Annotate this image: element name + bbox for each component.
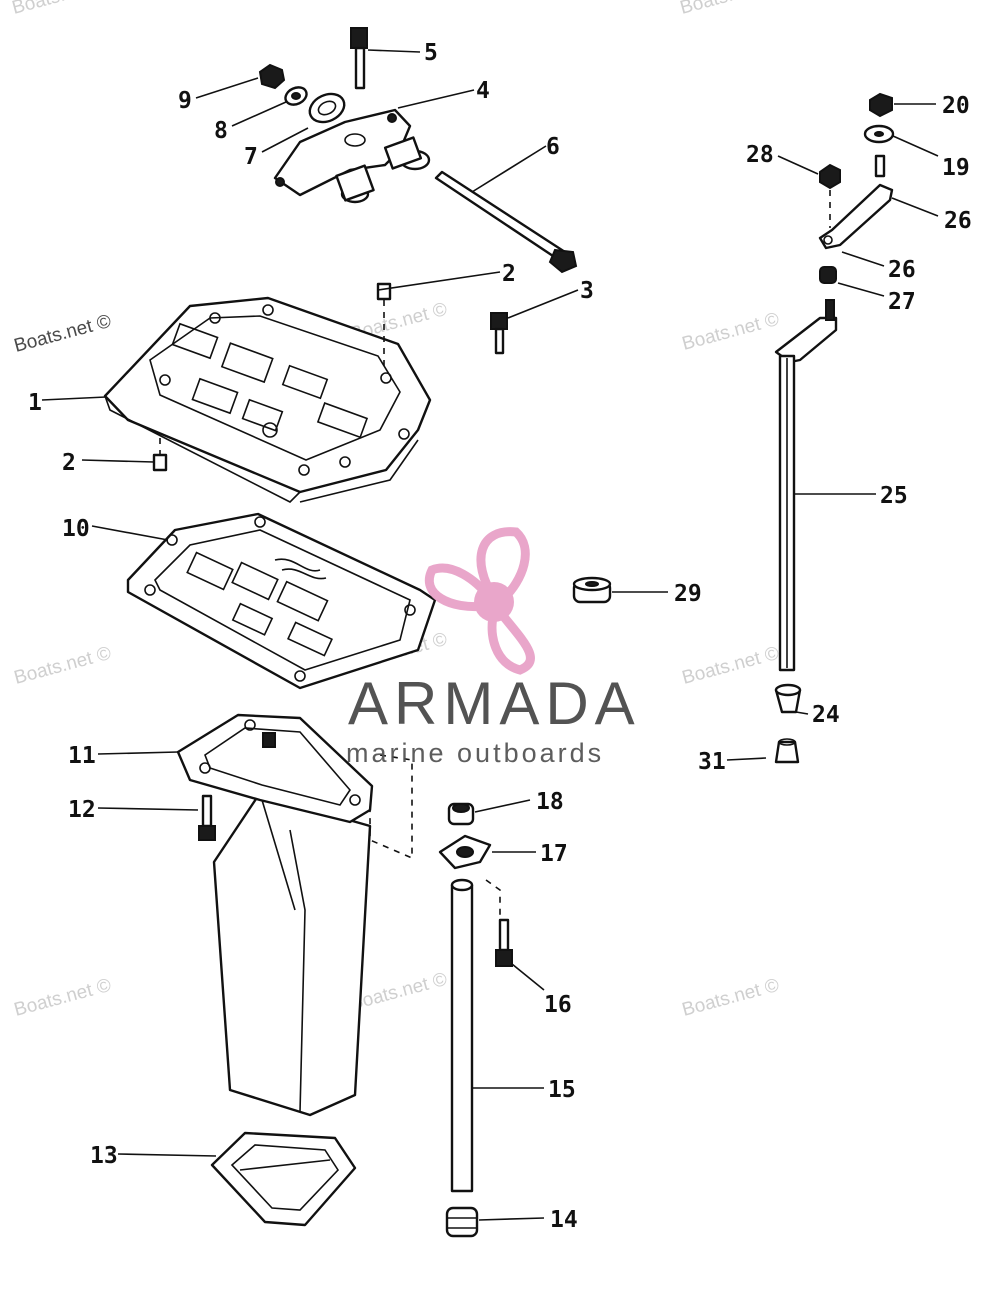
watermark-right-3: Boats.net ©	[680, 975, 782, 1021]
part-2-dowel-pin-top	[376, 282, 392, 301]
part-12-screw	[198, 794, 216, 841]
callout-13: 13	[90, 1143, 118, 1169]
part-10-gasket	[126, 512, 437, 690]
watermark-top-left: Boats.net ©	[10, 0, 112, 19]
callout-26-lower: 26	[888, 257, 916, 283]
part-6-long-bolt	[434, 170, 578, 274]
callout-26-upper: 26	[944, 208, 972, 234]
part-1-adaptor-plate	[103, 296, 432, 503]
part-31-bushing	[774, 738, 800, 764]
part-5-bolt	[350, 27, 368, 90]
logo-wordmark: ARMADA	[348, 670, 641, 737]
watermark-left-3: Boats.net ©	[12, 975, 114, 1021]
part-15-water-tube	[450, 878, 474, 1193]
callout-14: 14	[550, 1207, 578, 1233]
part-24-bushing	[774, 683, 802, 714]
callout-8: 8	[214, 118, 228, 144]
part-2-dowel-pin-bottom	[152, 453, 168, 472]
callout-31: 31	[698, 749, 726, 775]
alignment-dashes	[159, 190, 831, 920]
callout-25: 25	[880, 483, 908, 509]
callout-16: 16	[544, 992, 572, 1018]
callout-28: 28	[746, 142, 774, 168]
callout-2-bottom: 2	[62, 450, 76, 476]
watermark-top-right: Boats.net ©	[678, 0, 780, 19]
part-27-bushing	[819, 266, 837, 284]
callout-17: 17	[540, 841, 568, 867]
callout-labels: 1 2 2 3 4 5 6 7 8 9 10 11 12 13 14 15 16…	[28, 40, 972, 1233]
watermark-left-2: Boats.net ©	[12, 643, 114, 689]
armada-logo: ARMADA marine outboards	[346, 527, 641, 768]
callout-2-top: 2	[502, 261, 516, 287]
part-4-shift-pivot-block	[273, 108, 431, 204]
callout-3: 3	[580, 278, 594, 304]
watermark-left-1: Boats.net ©	[12, 311, 114, 357]
part-29-bushing	[572, 576, 612, 604]
logo-tagline: marine outboards	[346, 738, 604, 768]
part-11-driveshaft-housing	[176, 713, 374, 1117]
callout-6: 6	[546, 134, 560, 160]
callout-1: 1	[28, 390, 42, 416]
leader-lines	[41, 49, 939, 1221]
watermark-center-3: Boats.net ©	[348, 969, 450, 1015]
callout-20: 20	[942, 93, 970, 119]
part-3-bolt	[490, 312, 508, 355]
part-19-washer	[863, 124, 895, 144]
part-9-nut	[258, 63, 286, 90]
callout-10: 10	[62, 516, 90, 542]
part-8-washer	[284, 86, 308, 106]
callout-18: 18	[536, 789, 564, 815]
part-16-screw	[495, 918, 513, 967]
part-18-grommet	[447, 802, 475, 826]
part-28-nut	[819, 163, 841, 190]
propeller-icon	[425, 527, 535, 675]
part-20-nut	[869, 92, 893, 118]
part-14-grommet	[445, 1206, 479, 1238]
callout-24: 24	[812, 702, 840, 728]
part-7-washer	[308, 92, 346, 124]
callout-11: 11	[68, 743, 96, 769]
part-25-shift-rod	[774, 299, 838, 672]
callout-27: 27	[888, 289, 916, 315]
watermark-right-1: Boats.net ©	[680, 309, 782, 355]
callout-5: 5	[424, 40, 438, 66]
callout-4: 4	[476, 78, 490, 104]
callout-7: 7	[244, 144, 258, 170]
callout-29: 29	[674, 581, 702, 607]
callout-9: 9	[178, 88, 192, 114]
callout-19: 19	[942, 155, 970, 181]
part-13-seal	[210, 1131, 357, 1227]
callout-12: 12	[68, 797, 96, 823]
watermark-right-2: Boats.net ©	[680, 643, 782, 689]
part-26-lever-upper	[818, 154, 894, 250]
part-17-tube-retainer	[438, 834, 492, 870]
callout-15: 15	[548, 1077, 576, 1103]
